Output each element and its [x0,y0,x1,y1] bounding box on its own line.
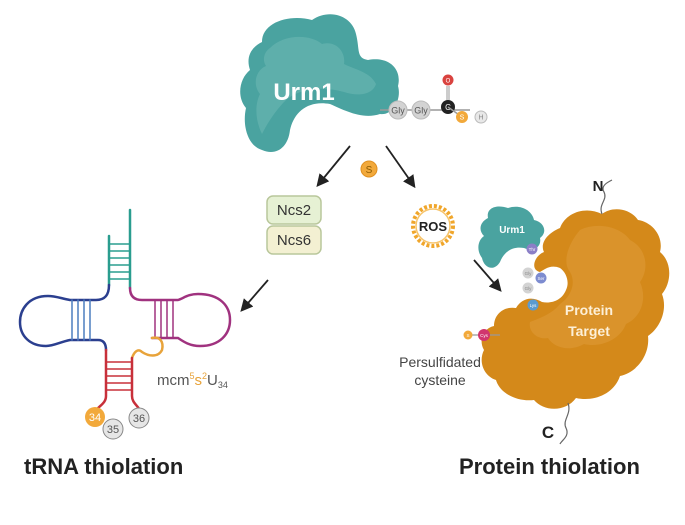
trna-acceptor-stem [107,208,132,290]
persulfidated-label-line1: Persulfidated [399,354,481,370]
anticodon-bases: 34 35 36 [85,407,150,440]
cys-residue [478,329,490,341]
base-34-label: 34 [89,412,101,424]
oxygen-label: O [446,79,451,85]
ros-badge: ROS [411,204,455,248]
arrow-to-trna [240,279,269,312]
sulfur-token-label: S [366,165,373,176]
trna-d-arm [18,283,111,352]
ncs2-label: Ncs2 [277,202,311,219]
c-terminus-tail [559,402,570,445]
persulfide-sulfur-label: S [466,333,469,338]
ser-residue [535,272,547,284]
mod-prefix: mcm [157,372,190,389]
gly-b-label: Gly [525,286,533,291]
c-terminus-label: C [542,423,554,442]
trna-cloverleaf [18,208,232,416]
ros-label: ROS [419,219,448,234]
mod-sub: 34 [218,380,228,390]
mod-s: s [195,372,203,389]
lys-label: Lys [530,303,538,308]
ser-label: Ser [537,276,545,281]
modification-label: mcm5s2U34 [157,371,228,390]
persulfidated-label-line2: cysteine [414,372,466,388]
thr-label: Thr [529,247,536,252]
cys-label: Cys [480,333,488,338]
ncs2-ncs6-complex: Ncs2 Ncs6 [266,195,322,255]
base-34 [85,407,105,427]
gly-label-1: Gly [391,106,405,116]
thr-residue [526,243,538,255]
arrow-to-ros [385,145,416,189]
ncs6-label: Ncs6 [277,232,311,249]
urm1-protein-small: Urm1 [478,206,545,268]
gly-residue-2 [411,100,431,120]
mod-sup2: 2 [202,371,207,381]
sulfur-token [360,160,378,178]
base-35-label: 35 [107,424,119,436]
gly-residue-b [522,282,534,294]
gly-a-label: Gly [525,271,533,276]
hydrogen-label: H [478,115,483,122]
n-terminus-tail [600,179,613,215]
urm1-label: Urm1 [273,79,334,106]
arrow-ros-to-target [473,259,502,292]
sulfur-label: S [460,115,465,122]
urm1-c-terminal-chain: Gly Gly O C S H [380,74,488,124]
trna-variable-loop [130,336,164,360]
ncs6-box [266,225,322,255]
trna-t-arm [128,286,232,348]
base-35 [102,418,124,440]
mod-base: U [207,372,218,389]
arrow-to-ncs [316,145,351,187]
n-terminus-label: N [593,178,604,195]
sulfur-atom [456,111,468,123]
trna-thiolation-title: tRNA thiolation [24,454,183,479]
hydrogen-atom [474,110,488,124]
protein-thiolation-title: Protein thiolation [459,454,640,479]
protein-target-label-line1: Protein [565,302,613,318]
protein-target-label-line2: Target [568,323,610,339]
protein-target: Protein Target [481,209,670,409]
ncs2-box [266,195,322,225]
persulfide-sulfur [463,330,473,340]
mod-sup1: 5 [190,371,195,381]
base-36-label: 36 [133,413,145,425]
lys-residue [527,299,539,311]
gly-residue-a [522,267,534,279]
gly-residue-1 [388,100,408,120]
trna-anticodon-arm [93,348,143,416]
persulfidated-cysteine: S Cys [463,329,500,341]
small-urm1-label: Urm1 [499,225,525,236]
gly-label-2: Gly [414,106,428,116]
urm1-protein-large: Urm1 [240,14,399,152]
base-36 [128,407,150,429]
oxygen-atom [442,74,454,86]
urm1-target-linkage: Thr Gly Gly Ser Lys [522,243,547,311]
